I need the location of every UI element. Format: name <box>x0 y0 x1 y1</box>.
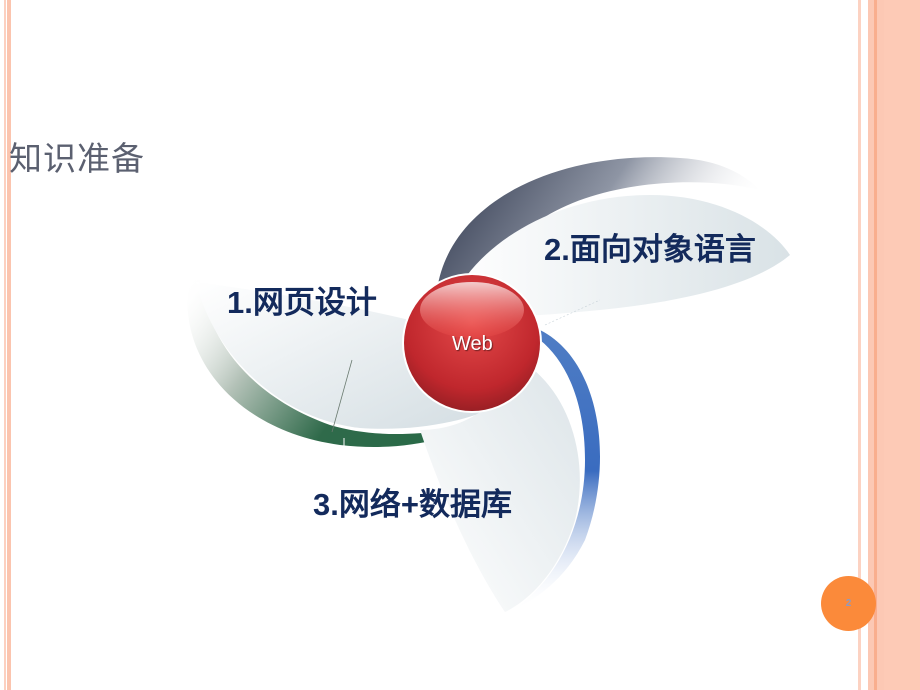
page-number-badge: 2 <box>821 576 876 631</box>
item-label-web-design: 1.网页设计 <box>227 285 377 320</box>
slide-title: 知识准备 <box>9 139 145 178</box>
left-border-stripe <box>7 0 11 690</box>
right-border-stripe <box>874 0 877 690</box>
swirl-arm-1 <box>187 280 491 448</box>
right-border-stripe <box>858 0 861 690</box>
swirl-arm-3 <box>510 330 600 612</box>
item-label-oop-language: 2.面向对象语言 <box>544 232 756 267</box>
right-border-band <box>858 0 920 690</box>
center-label: Web <box>452 333 493 355</box>
item-label-network-database: 3.网络+数据库 <box>313 487 512 522</box>
right-border-stripe <box>884 0 920 690</box>
left-border-stripe <box>4 0 6 690</box>
page-number: 2 <box>845 598 852 609</box>
swirl-arm-2 <box>437 157 760 300</box>
